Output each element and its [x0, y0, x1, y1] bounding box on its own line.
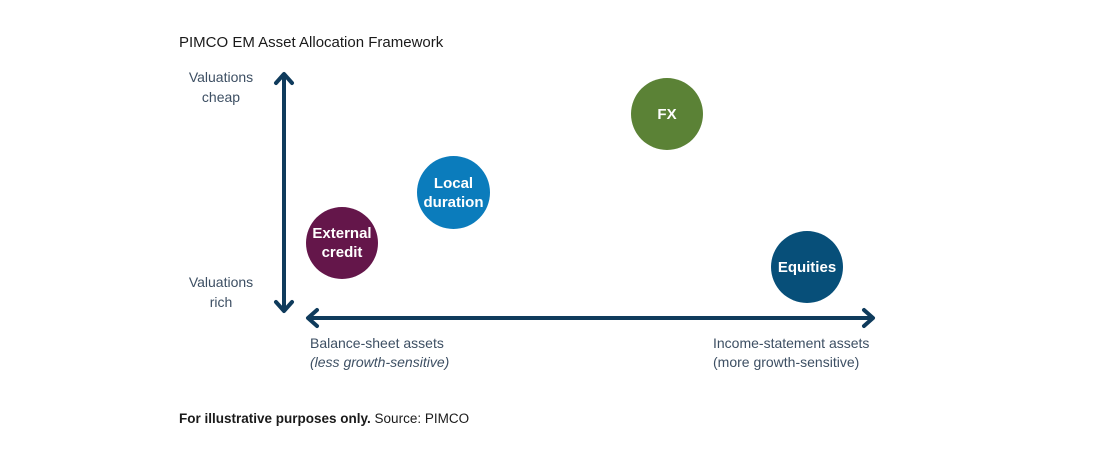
- y-axis-bottom-label-line-1: Valuations: [188, 274, 254, 290]
- footnote: For illustrative purposes only. Source: …: [179, 411, 469, 426]
- bubble-external-credit-label: External credit: [312, 225, 372, 261]
- x-axis-left-label-sub: (less growth-sensitive): [310, 354, 450, 370]
- x-axis-right-label-sub: (more growth-sensitive): [713, 354, 860, 370]
- bubble-local-duration: Local duration: [417, 156, 490, 229]
- x-axis-left-label-main: Balance-sheet assets: [310, 335, 444, 351]
- bubble-fx: FX: [631, 78, 703, 150]
- y-axis-top-label: Valuations cheap: [185, 67, 257, 107]
- x-axis-right-label-main: Income-statement assets: [713, 335, 870, 351]
- y-axis-top-label-line-2: cheap: [201, 89, 241, 105]
- chart-title: PIMCO EM Asset Allocation Framework: [179, 34, 444, 51]
- bubble-equities: Equities: [771, 231, 843, 303]
- footnote-text: Source: PIMCO: [370, 411, 470, 426]
- bubble-local-duration-label: Local duration: [423, 174, 484, 211]
- y-axis-bottom-label: Valuations rich: [185, 272, 257, 312]
- bubble-external-credit: External credit: [306, 207, 378, 279]
- bubble-equities-label: Equities: [777, 258, 837, 276]
- x-axis-left-label: Balance-sheet assets (less growth-sensit…: [310, 334, 449, 372]
- bubble-fx-label: FX: [657, 105, 677, 123]
- y-axis-top-label-line-1: Valuations: [188, 69, 254, 85]
- footnote-bold: For illustrative purposes only.: [179, 411, 371, 426]
- y-axis-bottom-label-line-2: rich: [209, 294, 233, 310]
- x-axis-arrow: [306, 308, 875, 328]
- y-axis-arrow: [274, 72, 294, 313]
- x-axis-right-label: Income-statement assets (more growth-sen…: [713, 334, 869, 372]
